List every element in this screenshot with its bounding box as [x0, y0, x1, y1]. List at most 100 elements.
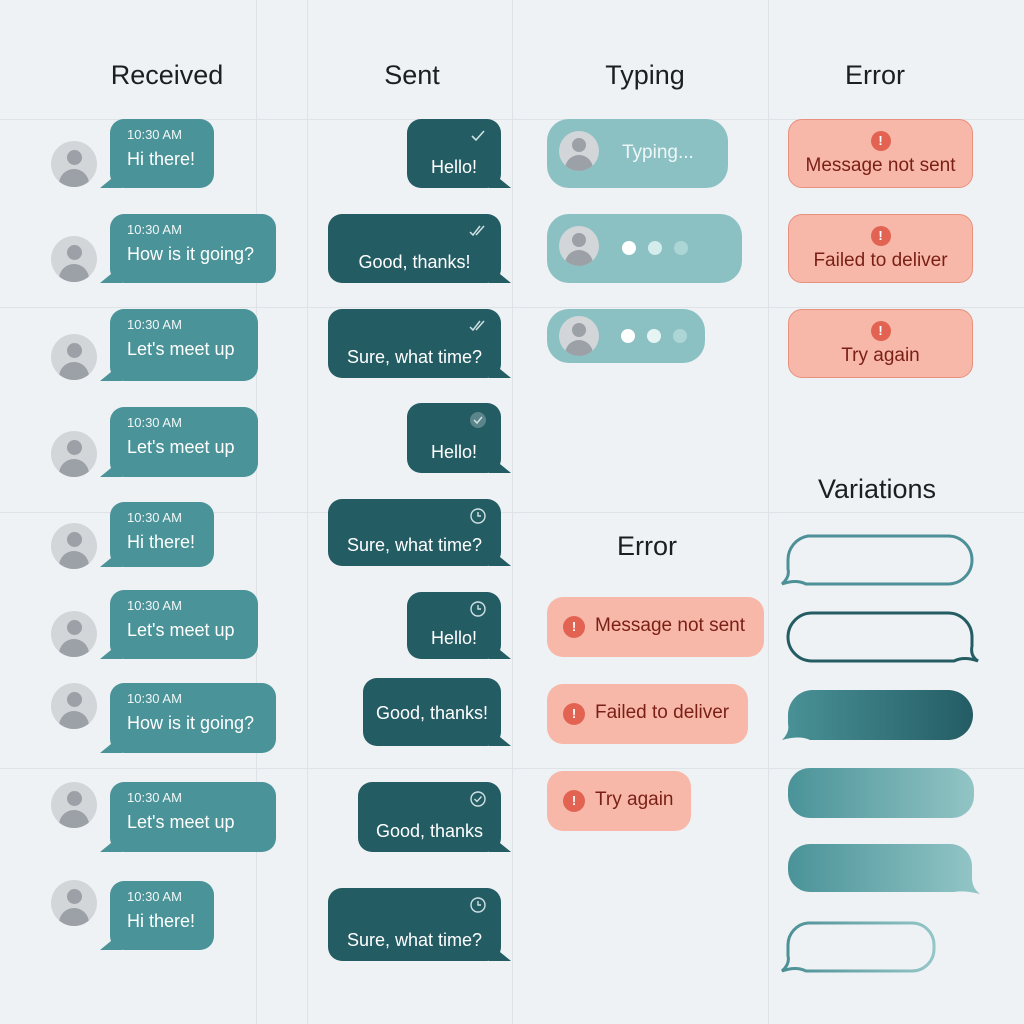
avatar: [51, 334, 97, 380]
sent-bubble[interactable]: Good, thanks!: [328, 214, 501, 283]
error-card[interactable]: ! Try again: [788, 309, 973, 378]
error-inline-title: Error: [617, 531, 677, 561]
message-text: Hi there!: [127, 149, 196, 169]
received-bubble[interactable]: 10:30 AM Let's meet up: [110, 407, 258, 477]
check-icon: [471, 130, 485, 142]
avatar: [559, 226, 599, 266]
avatar: [51, 523, 97, 569]
received-bubble[interactable]: 10:30 AM Hi there!: [110, 881, 214, 950]
message-text: Sure, what time?: [346, 347, 483, 367]
error-card[interactable]: ! Failed to deliver: [788, 214, 973, 283]
timestamp: 10:30 AM: [127, 598, 182, 613]
sent-bubble[interactable]: Sure, what time?: [328, 309, 501, 378]
user-icon: [67, 343, 82, 358]
message-text: How is it going?: [127, 244, 255, 264]
error-text: Failed to deliver: [595, 702, 730, 723]
user-icon: [67, 245, 82, 260]
row-divider: [0, 768, 1024, 769]
received-bubble[interactable]: 10:30 AM Let's meet up: [110, 782, 276, 852]
received-title: Received: [110, 60, 224, 90]
double-check-icon: [469, 225, 485, 237]
timestamp: 10:30 AM: [127, 317, 182, 332]
message-text: Hello!: [430, 157, 478, 177]
check-circle-filled-icon: [470, 412, 486, 428]
sent-bubble[interactable]: Hello!: [407, 592, 501, 659]
user-icon: [572, 233, 586, 247]
variations-title: Variations: [817, 474, 937, 504]
message-text: Good, thanks: [375, 821, 484, 841]
error-text: Try again: [595, 789, 674, 810]
timestamp: 10:30 AM: [127, 691, 182, 706]
bubble-variation-outline-light: [780, 534, 974, 586]
bubble-variation-outline-gradient: [780, 921, 936, 973]
timestamp: 10:30 AM: [127, 415, 182, 430]
sent-bubble[interactable]: Hello!: [407, 403, 501, 473]
alert-icon: !: [563, 616, 585, 638]
timestamp: 10:30 AM: [127, 510, 182, 525]
error-text: Message not sent: [595, 615, 745, 636]
received-bubble[interactable]: 10:30 AM Hi there!: [110, 502, 214, 567]
typing-dot: [674, 241, 688, 255]
avatar: [51, 683, 97, 729]
error-pill[interactable]: ! Failed to deliver: [547, 684, 748, 744]
clock-icon: [470, 897, 486, 913]
received-bubble[interactable]: 10:30 AM Let's meet up: [110, 309, 258, 381]
alert-icon: !: [870, 321, 891, 341]
typing-dot: [648, 241, 662, 255]
timestamp: 10:30 AM: [127, 222, 182, 237]
message-text: Let's meet up: [127, 812, 235, 832]
error-card[interactable]: ! Message not sent: [788, 119, 973, 188]
sent-bubble[interactable]: Hello!: [407, 119, 501, 188]
sent-bubble[interactable]: Good, thanks: [358, 782, 501, 852]
bubble-variation-gradient-dark: [782, 690, 973, 740]
sent-bubble[interactable]: Good, thanks!: [363, 678, 501, 746]
avatar: [51, 141, 97, 187]
avatar: [51, 236, 97, 282]
user-icon: [67, 791, 82, 806]
user-icon: [67, 620, 82, 635]
user-icon: [572, 323, 586, 337]
message-text: Let's meet up: [127, 339, 235, 359]
received-bubble[interactable]: 10:30 AM How is it going?: [110, 214, 276, 283]
typing-dot: [647, 329, 661, 343]
alert-icon: !: [563, 790, 585, 812]
typing-title: Typing: [605, 60, 685, 90]
typing-dot: [621, 329, 635, 343]
bubble-variation-outline-dark: [786, 611, 979, 663]
user-icon: [67, 440, 82, 455]
received-bubble[interactable]: 10:30 AM Let's meet up: [110, 590, 258, 659]
timestamp: 10:30 AM: [127, 127, 182, 142]
alert-icon: !: [563, 703, 585, 725]
message-text: Good, thanks!: [375, 703, 489, 723]
typing-dot: [673, 329, 687, 343]
row-divider: [0, 307, 1024, 308]
message-text: How is it going?: [127, 713, 255, 733]
user-icon: [572, 138, 586, 152]
double-check-icon: [469, 320, 485, 332]
message-text: Hello!: [430, 628, 478, 648]
avatar: [559, 316, 599, 356]
sent-bubble[interactable]: Sure, what time?: [328, 888, 501, 961]
bubble-variation-gradient-light: [788, 768, 974, 818]
bubble-variation-gradient-light-tail: [788, 844, 980, 894]
error-text: Failed to deliver: [813, 250, 948, 271]
user-icon: [67, 889, 82, 904]
received-bubble[interactable]: 10:30 AM Hi there!: [110, 119, 214, 188]
avatar: [51, 431, 97, 477]
typing-indicator: [547, 214, 742, 283]
avatar: [51, 880, 97, 926]
timestamp: 10:30 AM: [127, 889, 182, 904]
sent-bubble[interactable]: Sure, what time?: [328, 499, 501, 566]
clock-icon: [470, 508, 486, 524]
error-pill[interactable]: ! Message not sent: [547, 597, 764, 657]
received-bubble[interactable]: 10:30 AM How is it going?: [110, 683, 276, 753]
message-text: Sure, what time?: [346, 930, 483, 950]
sent-title: Sent: [384, 60, 440, 90]
alert-icon: !: [870, 131, 891, 151]
error-title: Error: [845, 60, 905, 90]
typing-indicator: [547, 309, 705, 363]
message-text: Let's meet up: [127, 437, 235, 457]
error-pill[interactable]: ! Try again: [547, 771, 691, 831]
avatar: [51, 611, 97, 657]
check-circle-icon: [470, 791, 486, 807]
